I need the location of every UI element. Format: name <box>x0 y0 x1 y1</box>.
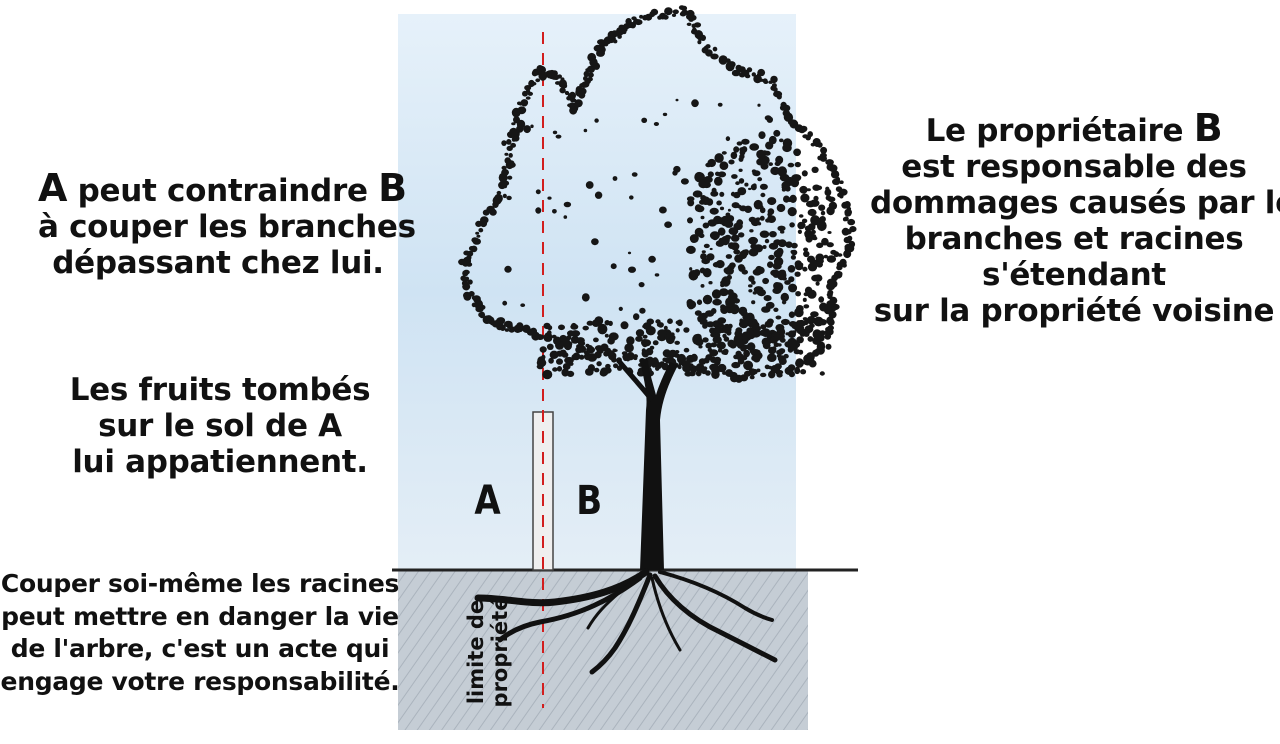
text-fruits-line1: Les fruits tombés <box>69 372 371 408</box>
text-roots-line4: engage votre responsabilité. <box>0 666 400 696</box>
text-a-line1: peut contraindre <box>67 173 379 209</box>
label-property-b: B <box>576 478 603 524</box>
text-b-line3: dommages causés par les <box>870 185 1280 222</box>
text-a-line2: à couper les branches <box>38 209 416 246</box>
soil-area <box>398 570 808 730</box>
text-a-can-force-b: A peut contraindre B à couper les branch… <box>38 166 416 282</box>
property-limit-label: limite de propriété <box>440 580 530 720</box>
text-b-line2: est responsable des <box>901 149 1247 186</box>
text-b-line6: sur la propriété voisine <box>873 292 1275 329</box>
limit-label-line2: propriété <box>488 596 512 708</box>
text-b-line4: branches et racines <box>904 220 1244 257</box>
tree-trunk <box>616 358 678 570</box>
text-b-responsible: Le propriétaire B est responsable des do… <box>870 106 1280 330</box>
tree-crown <box>458 5 857 383</box>
text-roots-line3: de l'arbre, c'est un acte qui <box>10 634 390 663</box>
text-a-line3: dépassant chez lui. <box>52 245 384 282</box>
text-fruits-line2: sur le sol de A <box>98 407 342 444</box>
text-fruits-line3: lui appatiennent. <box>72 443 368 480</box>
letter-b: B <box>378 166 407 210</box>
text-fruits: Les fruits tombés sur le sol de A lui ap… <box>60 372 380 481</box>
text-roots-warning: Couper soi-même les racines peut mettre … <box>0 568 400 698</box>
limit-label-line1: limite de <box>463 599 488 705</box>
text-roots-line2: peut mettre en danger la vie <box>1 601 399 631</box>
letter-b-right: B <box>1193 106 1223 150</box>
text-roots-line1: Couper soi-même les racines <box>0 569 400 598</box>
text-b-line5: s'étendant <box>982 256 1166 293</box>
text-b-line1: Le propriétaire <box>925 113 1194 149</box>
tree-roots <box>474 568 778 675</box>
letter-a: A <box>38 166 68 210</box>
label-property-a: A <box>474 478 501 524</box>
